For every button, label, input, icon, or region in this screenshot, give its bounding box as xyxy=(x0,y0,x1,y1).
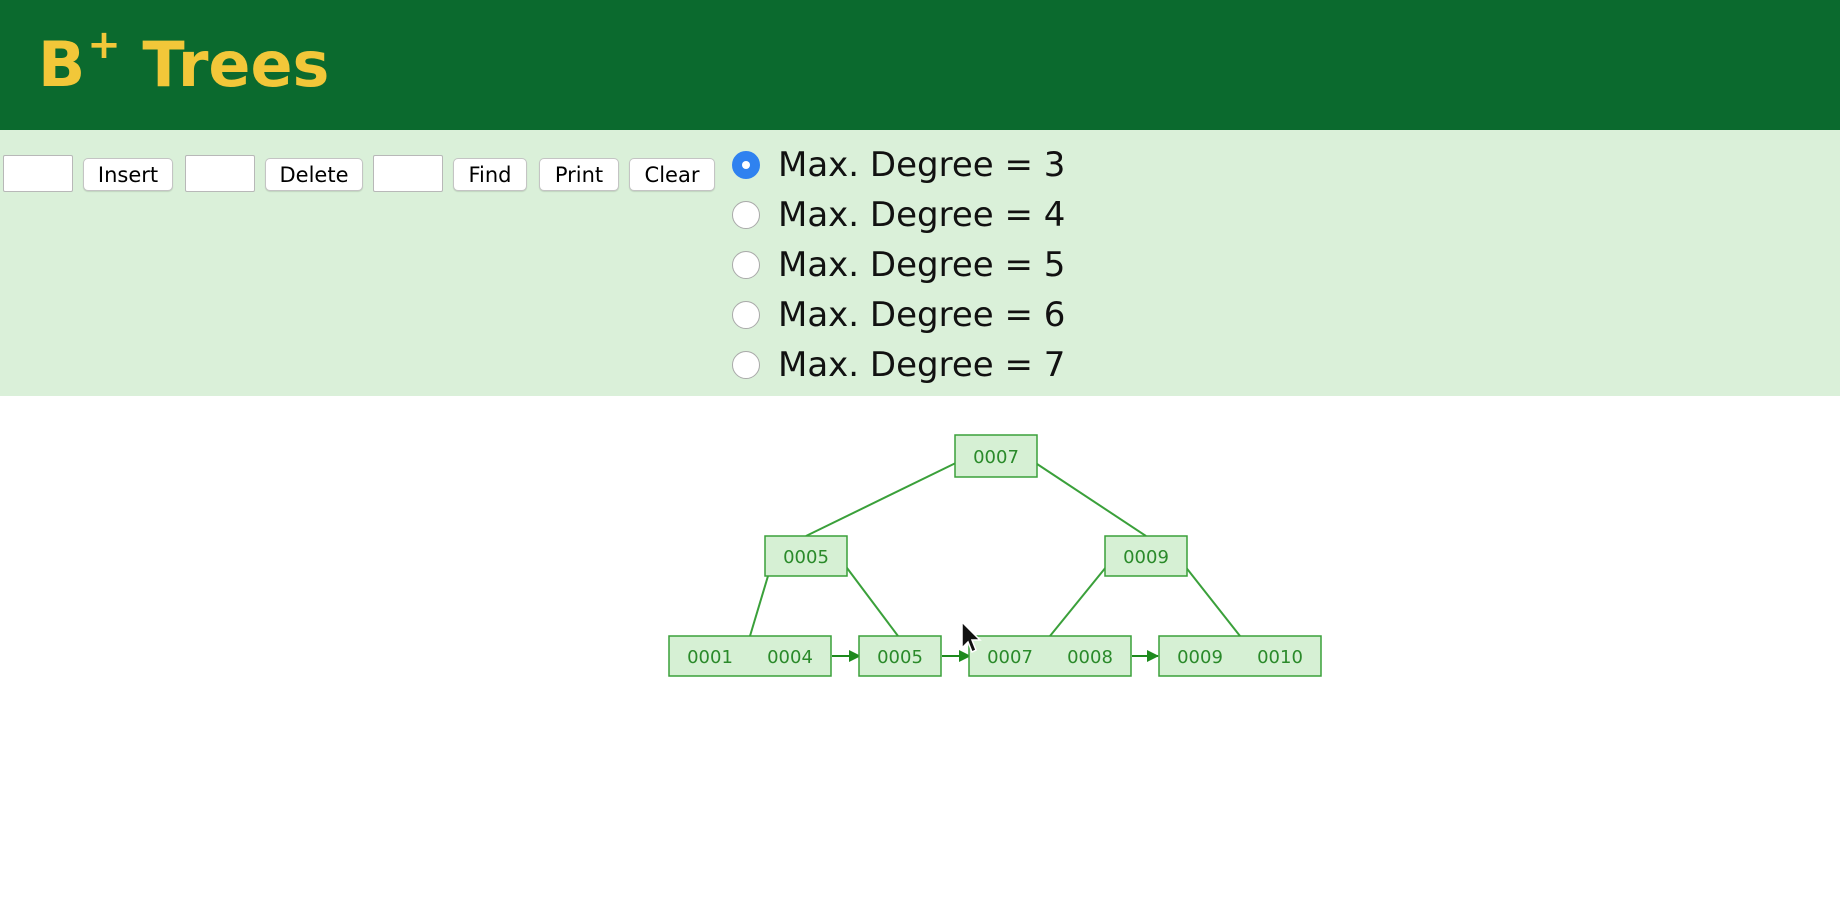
degree-option-label: Max. Degree = 7 xyxy=(778,345,1066,385)
tree-leaf-1: 0001 0004 xyxy=(668,635,832,677)
degree-option-4[interactable]: Max. Degree = 4 xyxy=(732,193,1065,237)
find-input[interactable] xyxy=(373,155,443,192)
degree-radio-4[interactable] xyxy=(732,201,760,229)
leaf-key: 0009 xyxy=(1177,647,1223,668)
degree-option-5[interactable]: Max. Degree = 5 xyxy=(732,243,1065,287)
node-key: 0009 xyxy=(1123,547,1169,568)
degree-option-7[interactable]: Max. Degree = 7 xyxy=(732,343,1065,387)
clear-button[interactable]: Clear xyxy=(629,158,715,191)
delete-button[interactable]: Delete xyxy=(265,158,363,191)
tree-node-internal-left: 0005 xyxy=(764,535,848,577)
find-button[interactable]: Find xyxy=(453,158,527,191)
insert-input[interactable] xyxy=(3,155,73,192)
tree-edge xyxy=(805,457,967,537)
degree-option-6[interactable]: Max. Degree = 6 xyxy=(732,293,1065,337)
leaf-key: 0005 xyxy=(877,647,923,668)
tree-node-internal-right: 0009 xyxy=(1104,535,1188,577)
degree-option-label: Max. Degree = 4 xyxy=(778,195,1066,235)
degree-option-label: Max. Degree = 6 xyxy=(778,295,1066,335)
mouse-pointer-icon xyxy=(961,620,982,654)
node-key: 0007 xyxy=(973,447,1019,468)
tree-edge xyxy=(1049,555,1116,637)
leaf-key: 0004 xyxy=(767,647,813,668)
tree-edge xyxy=(837,555,899,637)
page-title: B+ Trees xyxy=(38,22,330,101)
leaf-key: 0008 xyxy=(1067,647,1113,668)
node-box xyxy=(764,535,848,577)
degree-radio-7[interactable] xyxy=(732,351,760,379)
page-header: B+ Trees xyxy=(0,0,1840,130)
node-box xyxy=(954,434,1038,478)
leaf-box xyxy=(968,635,1132,677)
degree-option-label: Max. Degree = 3 xyxy=(778,145,1066,185)
degree-radio-5[interactable] xyxy=(732,251,760,279)
leaf-key: 0010 xyxy=(1257,647,1303,668)
degree-option-3[interactable]: Max. Degree = 3 xyxy=(732,143,1065,187)
leaf-key: 0001 xyxy=(687,647,733,668)
tree-leaf-2: 0005 xyxy=(858,635,942,677)
tree-edge xyxy=(1027,457,1147,537)
leaf-box xyxy=(858,635,942,677)
node-box xyxy=(1104,535,1188,577)
tree-leaf-4: 0009 0010 xyxy=(1158,635,1322,677)
node-key: 0005 xyxy=(783,547,829,568)
tree-node-root: 0007 xyxy=(954,434,1038,478)
bplus-tree-canvas: 0007 0005 0009 0001 0004 0005 0007 0008 … xyxy=(668,434,1322,677)
leaf-box xyxy=(668,635,832,677)
degree-option-label: Max. Degree = 5 xyxy=(778,245,1066,285)
degree-radio-6[interactable] xyxy=(732,301,760,329)
insert-button[interactable]: Insert xyxy=(83,158,173,191)
leaf-key: 0007 xyxy=(987,647,1033,668)
tree-leaf-3: 0007 0008 xyxy=(968,635,1132,677)
delete-input[interactable] xyxy=(185,155,255,192)
leaf-box xyxy=(1158,635,1322,677)
print-button[interactable]: Print xyxy=(539,158,619,191)
degree-radio-3[interactable] xyxy=(732,151,760,179)
